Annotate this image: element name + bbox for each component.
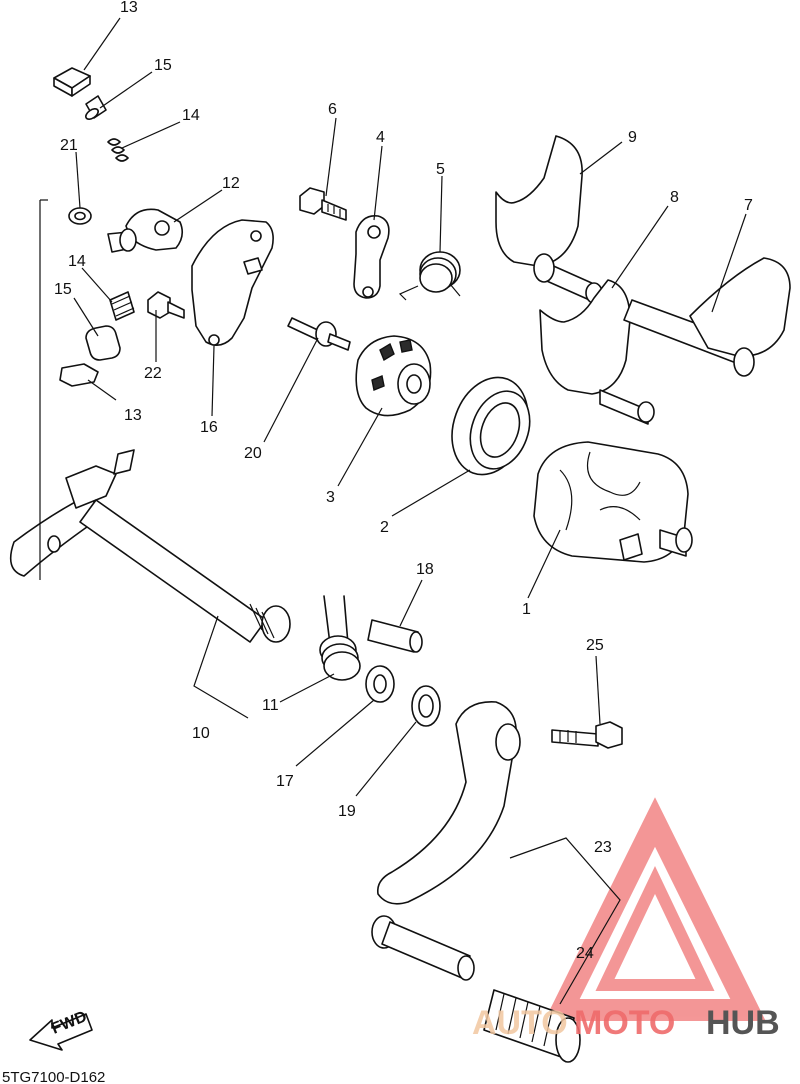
label-10: 10 <box>192 725 210 742</box>
label-22: 22 <box>144 365 162 382</box>
part-17-washer <box>365 665 395 703</box>
label-17: 17 <box>276 773 294 790</box>
label-14-lower: 14 <box>68 253 86 270</box>
label-25: 25 <box>586 637 604 654</box>
leader-lines <box>39 17 747 1005</box>
part-19-oil-seal <box>411 685 441 727</box>
part-9-shift-fork <box>495 135 603 304</box>
part-22-bolt <box>147 291 185 319</box>
part-6-bolt <box>299 187 347 221</box>
label-13-lower: 13 <box>124 407 142 424</box>
label-15-top: 15 <box>154 57 172 74</box>
part-labels: 13 15 14 21 12 14 15 22 13 16 6 4 5 9 8 … <box>54 0 753 962</box>
part-15-pin-top <box>85 95 107 120</box>
watermark-hub: HUB <box>706 1004 780 1042</box>
part-1-shift-drum <box>533 441 693 563</box>
part-2-bearing <box>451 376 531 476</box>
label-1: 1 <box>522 601 531 618</box>
label-16: 16 <box>200 419 218 436</box>
fwd-arrow-icon: FWD <box>29 1008 93 1051</box>
part-16-segment-plate <box>191 219 274 346</box>
label-23: 23 <box>594 839 612 856</box>
part-13-block-top <box>53 67 91 97</box>
part-20-pin-bolt <box>287 317 351 351</box>
label-7: 7 <box>744 197 753 214</box>
part-10-shift-shaft <box>9 449 291 643</box>
part-5-torsion-spring <box>398 251 461 301</box>
part-3-shift-drum-segment <box>355 335 432 417</box>
part-7-shift-fork-rod <box>623 257 791 377</box>
part-11-return-spring <box>319 595 361 681</box>
label-12: 12 <box>222 175 240 192</box>
part-15-pin-lower <box>85 325 121 361</box>
label-11: 11 <box>262 697 279 714</box>
part-18-pin <box>367 619 423 653</box>
label-4: 4 <box>376 129 385 146</box>
part-23-shift-pedal <box>371 701 521 981</box>
watermark-moto: MOTO <box>574 1004 675 1042</box>
part-14-spring-top <box>107 138 129 162</box>
label-15-lower: 15 <box>54 281 72 298</box>
label-6: 6 <box>328 101 337 118</box>
part-21-washer <box>68 207 92 225</box>
watermark-triangle-icon <box>544 797 766 1021</box>
part-24-pedal-rubber <box>483 989 581 1063</box>
label-14-top: 14 <box>182 107 200 124</box>
label-8: 8 <box>670 189 679 206</box>
watermark-auto: AUTO <box>472 1004 568 1042</box>
label-9: 9 <box>628 129 637 146</box>
label-21: 21 <box>60 137 78 154</box>
label-19: 19 <box>338 803 356 820</box>
part-14-spring-lower <box>109 291 135 321</box>
label-13-top: 13 <box>120 0 138 16</box>
label-24: 24 <box>576 945 594 962</box>
label-18: 18 <box>416 561 434 578</box>
part-4-lever <box>353 215 390 299</box>
label-3: 3 <box>326 489 335 506</box>
drawing-code: 5TG7100-D162 <box>2 1069 105 1084</box>
label-2: 2 <box>380 519 389 536</box>
label-20: 20 <box>244 445 262 462</box>
part-25-bolt <box>551 721 623 749</box>
part-12-stopper-lever <box>107 208 184 253</box>
watermark-logo: AUTO MOTO HUB <box>472 1004 780 1042</box>
label-5: 5 <box>436 161 445 178</box>
